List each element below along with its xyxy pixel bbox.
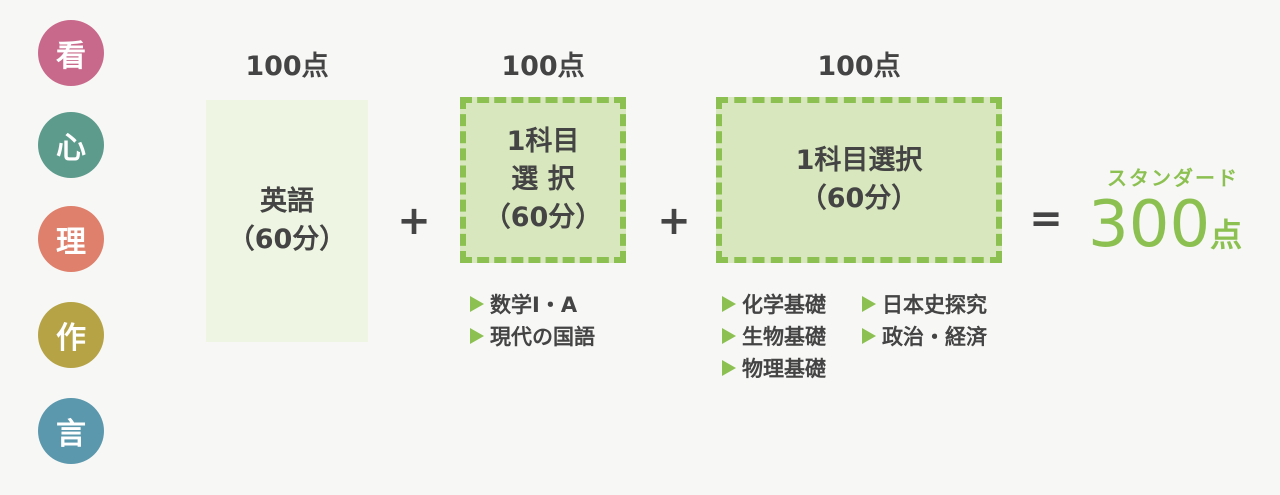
triangle-bullet-icon — [722, 360, 736, 376]
circle-sa: 作 — [38, 302, 104, 368]
subject-list-elective-2-left: 化学基礎 生物基礎 物理基礎 — [722, 288, 826, 384]
triangle-bullet-icon — [862, 296, 876, 312]
circle-ri: 理 — [38, 206, 104, 272]
box-english-line1: 英語 — [260, 186, 314, 217]
circle-gen: 言 — [38, 398, 104, 464]
equals-operator: = — [1029, 196, 1063, 242]
score-label-elective-2: 100点 — [817, 51, 901, 82]
list-item: 現代の国語 — [470, 320, 595, 352]
list-item: 日本史探究 — [862, 288, 987, 320]
score-label-english: 100点 — [245, 51, 329, 82]
list-item: 数学Ⅰ・A — [470, 288, 595, 320]
score-label-elective-1: 100点 — [501, 51, 585, 82]
plus-operator-1: + — [397, 198, 431, 244]
box-elective-2-line1: 1科目選択 — [795, 145, 923, 176]
box-elective-1-line2: 選 択 — [511, 164, 575, 195]
box-elective-1-line1: 1科目 — [506, 126, 580, 157]
triangle-bullet-icon — [722, 328, 736, 344]
box-english-line2: （60分） — [227, 224, 347, 255]
result-total-number: 300 — [1088, 188, 1211, 262]
list-item: 政治・経済 — [862, 320, 987, 352]
triangle-bullet-icon — [722, 296, 736, 312]
result-total-unit: 点 — [1210, 216, 1243, 254]
list-item: 物理基礎 — [722, 352, 826, 384]
box-elective-1: 1科目 選 択 （60分） — [460, 97, 626, 263]
box-elective-2-line2: （60分） — [799, 183, 919, 214]
list-item: 生物基礎 — [722, 320, 826, 352]
list-item: 化学基礎 — [722, 288, 826, 320]
triangle-bullet-icon — [470, 296, 484, 312]
box-english: 英語 （60分） — [206, 100, 368, 342]
box-elective-1-line3: （60分） — [483, 202, 603, 233]
result-label: スタンダード — [1107, 166, 1239, 190]
triangle-bullet-icon — [470, 328, 484, 344]
plus-operator-2: + — [657, 198, 691, 244]
box-elective-2: 1科目選択 （60分） — [716, 97, 1002, 263]
triangle-bullet-icon — [862, 328, 876, 344]
subject-list-elective-1: 数学Ⅰ・A 現代の国語 — [470, 288, 595, 352]
circle-shin: 心 — [38, 112, 104, 178]
result-total: 300点 — [1088, 188, 1258, 262]
subject-list-elective-2-right: 日本史探究 政治・経済 — [862, 288, 987, 352]
circle-kan: 看 — [38, 20, 104, 86]
